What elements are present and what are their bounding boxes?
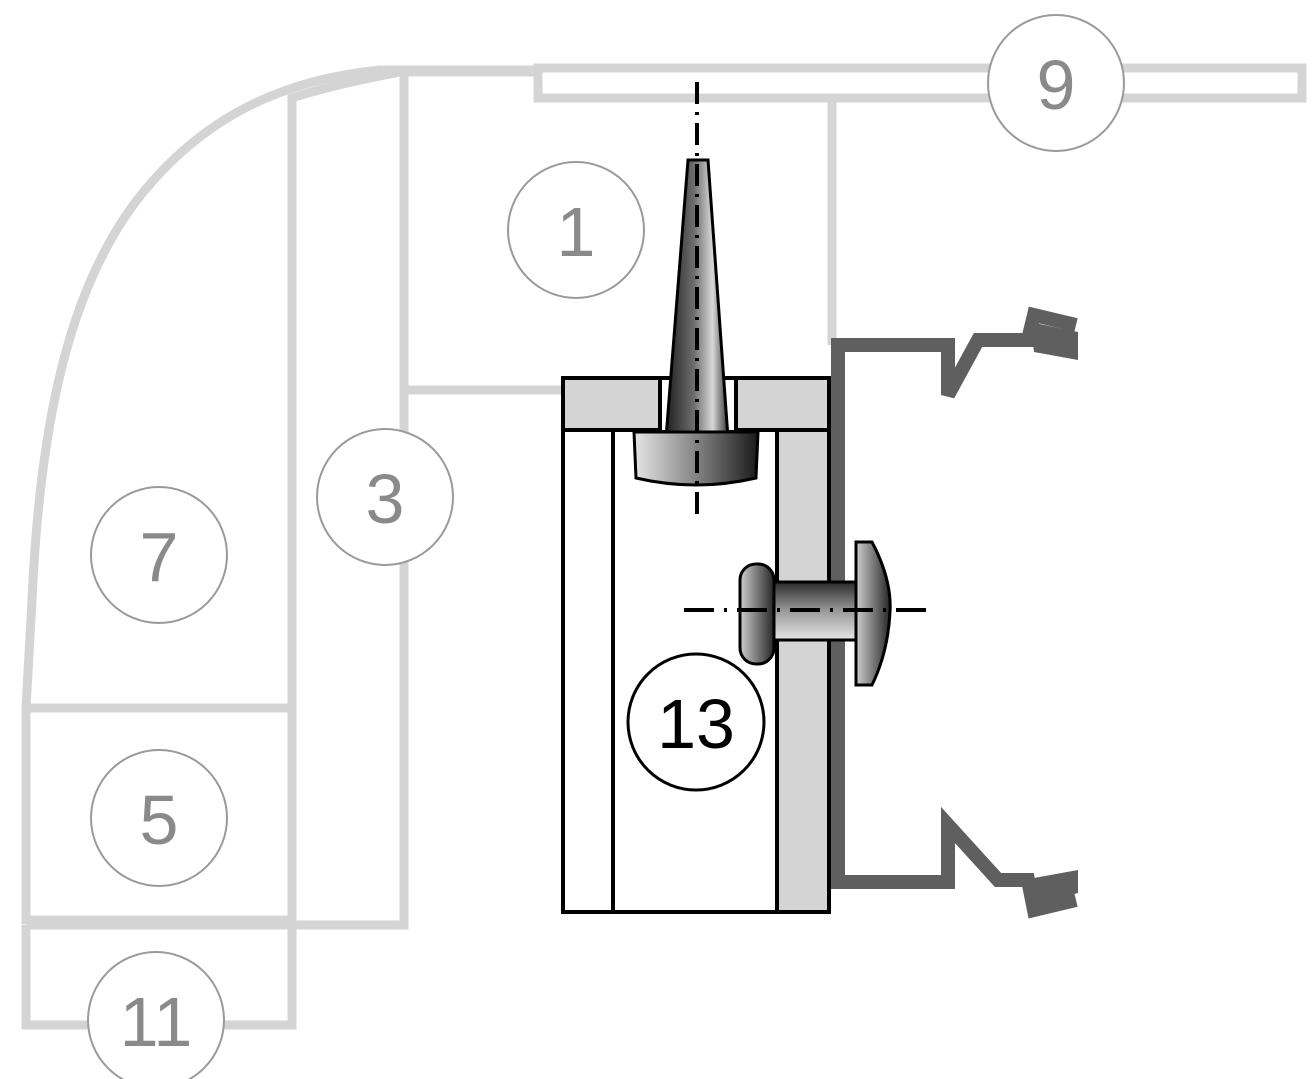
horizontal-knob	[684, 540, 926, 687]
bracket-top-tip	[1030, 322, 1078, 360]
left-leg	[561, 428, 615, 914]
part-11-box	[21, 920, 297, 1030]
callout-7: 7	[90, 486, 228, 624]
callout-3-circle	[316, 428, 454, 566]
callout-13-circle	[626, 652, 766, 792]
callout-13-label: 13	[657, 685, 735, 763]
callout-9-circle	[987, 14, 1125, 152]
knob-head-right	[854, 540, 892, 687]
outer-curved-profile	[21, 65, 540, 709]
top-bar-9	[533, 63, 1307, 103]
callout-1-label: 1	[557, 193, 596, 271]
part-3-outline	[292, 72, 409, 930]
knob-grip-left	[738, 562, 776, 666]
callout-11-label: 11	[120, 983, 193, 1061]
callout-11: 11	[87, 951, 225, 1079]
background-frame	[21, 65, 837, 1030]
bracket-bottom-tip	[1030, 870, 1078, 905]
callout-7-label: 7	[140, 518, 179, 596]
callout-1: 1	[507, 161, 645, 299]
right-leg	[775, 428, 831, 914]
callout-1-circle	[507, 161, 645, 299]
callout-3: 3	[316, 428, 454, 566]
callout-5-label: 5	[140, 781, 179, 859]
callout-11-circle	[87, 951, 225, 1079]
callout-5-circle	[90, 749, 228, 887]
part-5-box	[21, 703, 297, 925]
callout-5: 5	[90, 749, 228, 887]
callout-9: 9	[987, 14, 1125, 152]
callout-3-label: 3	[366, 460, 405, 538]
vertical-pin	[632, 82, 760, 520]
callout-9-label: 9	[1037, 46, 1076, 124]
inner-curved-profile	[287, 67, 401, 708]
callout-13: 13	[626, 652, 766, 792]
callout-7-circle	[90, 486, 228, 624]
